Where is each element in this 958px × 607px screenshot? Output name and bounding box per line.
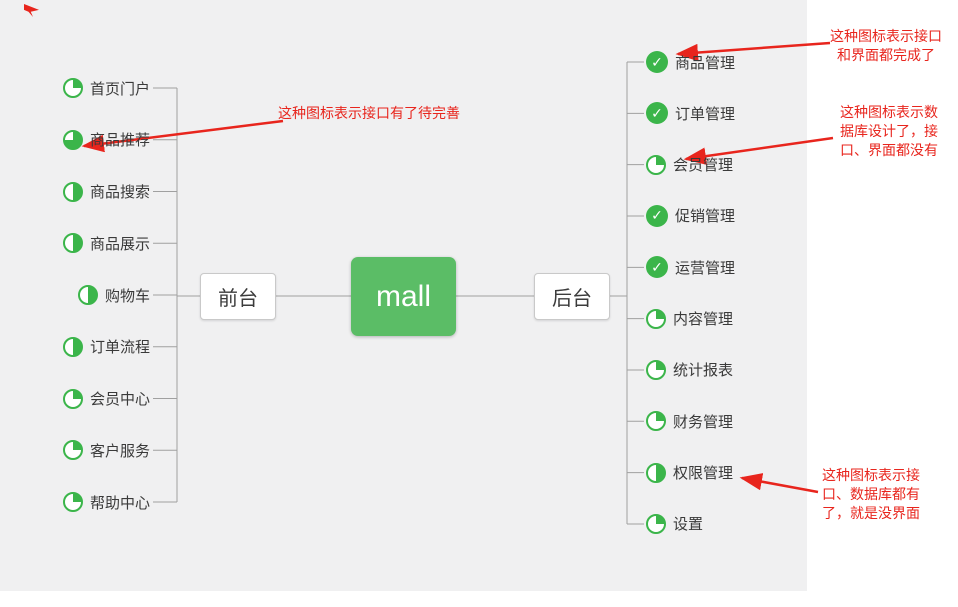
task-done-icon: ✓ — [646, 51, 668, 73]
topic-front-6[interactable]: 会员中心 — [62, 386, 150, 412]
task-progress-25-icon — [646, 411, 666, 432]
annotation-no-ui-note: 这种图标表示接 口、数据库都有 了，就是没界面 — [822, 467, 920, 521]
annotation-db-only-note: 这种图标表示数 据库设计了，接 口、界面都没有 — [840, 104, 938, 158]
topic-label: 购物车 — [104, 287, 150, 305]
task-progress-50-icon — [77, 285, 98, 305]
topic-front-4[interactable]: 购物车 — [77, 282, 150, 308]
topic-front-3[interactable]: 商品展示 — [62, 230, 150, 256]
task-progress-50-icon — [62, 233, 83, 254]
root-node-mall[interactable]: mall — [351, 257, 456, 336]
annotation-needs-improve-note: 这种图标表示接口有了待完善 — [278, 105, 460, 121]
topic-back-3[interactable]: ✓ 促销管理 — [646, 203, 735, 229]
topic-label: 内容管理 — [673, 311, 734, 329]
topic-label: 商品展示 — [89, 235, 150, 253]
task-progress-75-icon — [62, 129, 83, 150]
topic-back-0[interactable]: ✓ 商品管理 — [646, 49, 735, 75]
topic-label: 会员中心 — [89, 391, 150, 408]
annotation-done-note: 这种图标表示接口 和界面都完成了 — [830, 28, 942, 63]
topic-label: 权限管理 — [673, 465, 734, 483]
topic-back-4[interactable]: ✓ 运营管理 — [646, 254, 735, 280]
task-progress-25-icon — [646, 308, 666, 329]
topic-label: 统计报表 — [673, 362, 734, 380]
topic-label: 促销管理 — [675, 208, 736, 226]
topic-back-2[interactable]: 会员管理 — [646, 152, 733, 178]
topic-label: 订单流程 — [89, 339, 150, 357]
topic-label: 财务管理 — [673, 413, 734, 431]
topic-back-1[interactable]: ✓ 订单管理 — [646, 100, 735, 126]
topic-label: 商品管理 — [675, 54, 736, 72]
task-progress-50-icon — [62, 336, 83, 357]
task-progress-25-icon — [62, 78, 83, 98]
branch-node-back[interactable]: 后台 — [534, 273, 610, 320]
topic-label: 商品搜索 — [89, 184, 150, 201]
topic-front-5[interactable]: 订单流程 — [62, 334, 150, 360]
root-node-label: mall — [375, 279, 431, 313]
topic-label: 设置 — [673, 516, 704, 534]
topic-label: 首页门户 — [89, 80, 150, 98]
topic-label: 会员管理 — [673, 157, 734, 175]
task-progress-25-icon — [62, 492, 83, 512]
topic-front-1[interactable]: 商品推荐 — [62, 127, 150, 153]
task-progress-25-icon — [646, 154, 666, 175]
branch-node-front[interactable]: 前台 — [200, 273, 276, 320]
topic-back-6[interactable]: 统计报表 — [646, 357, 733, 383]
topic-front-0[interactable]: 首页门户 — [62, 75, 150, 101]
topic-label: 订单管理 — [675, 105, 736, 123]
task-progress-25-icon — [646, 513, 666, 534]
topic-back-7[interactable]: 财务管理 — [646, 408, 733, 434]
task-done-icon: ✓ — [646, 102, 668, 125]
task-progress-25-icon — [62, 440, 83, 461]
topic-back-5[interactable]: 内容管理 — [646, 306, 733, 332]
topic-back-8[interactable]: 权限管理 — [646, 460, 733, 486]
task-progress-25-icon — [62, 388, 83, 409]
task-progress-25-icon — [646, 359, 666, 380]
topic-label: 客户服务 — [89, 442, 150, 460]
topic-front-8[interactable]: 帮助中心 — [62, 489, 150, 515]
topic-front-7[interactable]: 客户服务 — [62, 437, 150, 463]
branch-node-front-label: 前台 — [218, 288, 258, 310]
topic-back-9[interactable]: 设置 — [646, 511, 703, 537]
task-done-icon: ✓ — [646, 204, 668, 227]
topic-front-2[interactable]: 商品搜索 — [62, 179, 150, 205]
task-progress-50-icon — [646, 462, 666, 483]
branch-node-back-label: 后台 — [552, 288, 592, 310]
task-progress-50-icon — [62, 181, 83, 202]
topic-label: 运营管理 — [675, 259, 736, 277]
topic-label: 帮助中心 — [89, 494, 150, 512]
topic-label: 商品推荐 — [89, 132, 150, 150]
task-done-icon: ✓ — [646, 256, 668, 279]
